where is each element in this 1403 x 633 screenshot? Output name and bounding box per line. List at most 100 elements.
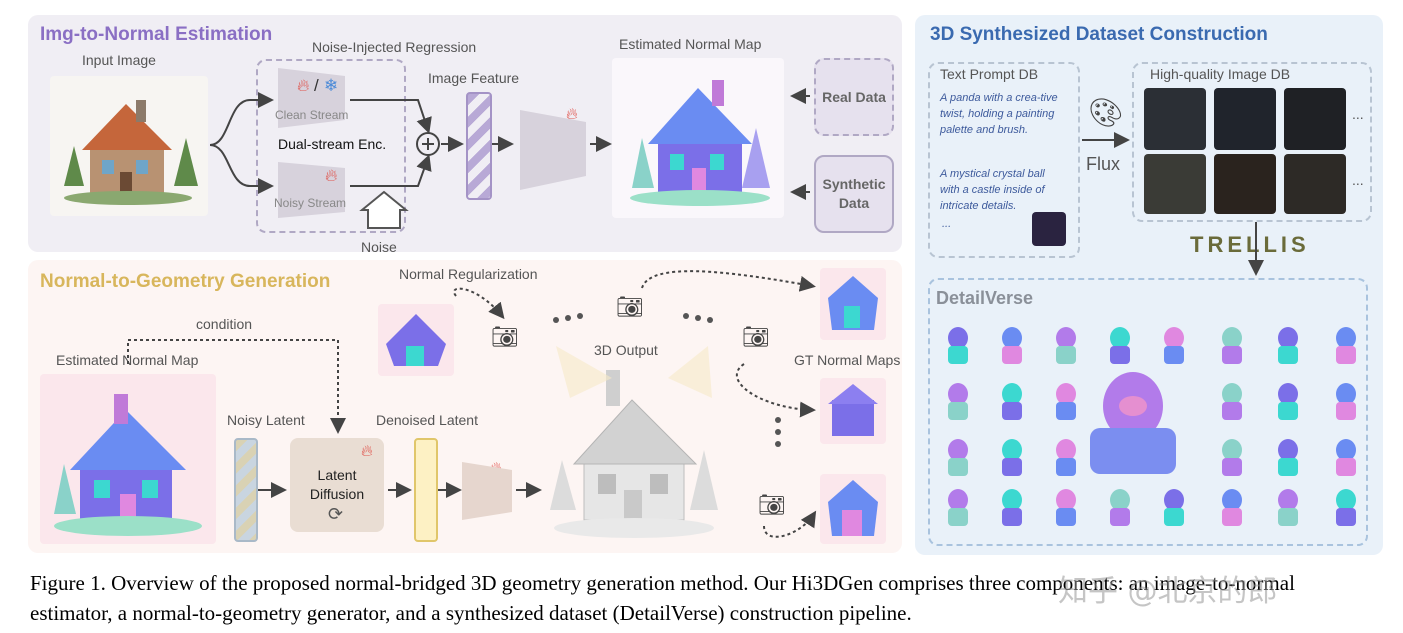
n2g-estimated-normal-map-label: Estimated Normal Map [56, 352, 199, 368]
detailverse-label: DetailVerse [936, 288, 1034, 308]
snowflake-icon: ❄ [324, 76, 339, 95]
latent-diffusion-label: Latent Diffusion [309, 467, 365, 502]
hq-image-robot [1284, 88, 1346, 150]
hq-image-db-label: High-quality Image DB [1150, 66, 1291, 82]
text-prompt-db-label: Text Prompt DB [940, 66, 1039, 82]
prompt-thumbnail [1032, 212, 1066, 246]
synthetic-data-box: Synthetic Data [814, 155, 894, 233]
noisy-latent-bar [234, 438, 258, 542]
palette-icon: 🎨︎ [1088, 97, 1124, 128]
detailverse-item [1328, 378, 1364, 422]
real-data-box: Real Data [814, 58, 894, 136]
detailverse-item [1328, 434, 1364, 478]
estimated-normal-map-label: Estimated Normal Map [619, 36, 762, 52]
input-image [50, 76, 208, 216]
dual-stream-label: Dual-stream Enc. [278, 136, 387, 152]
detailverse-item [1048, 434, 1084, 478]
detailverse-item [1270, 322, 1306, 366]
loop-icon: ⟳ [328, 504, 344, 524]
detailverse-item [940, 322, 976, 366]
detailverse-item [1214, 322, 1250, 366]
estimated-normal-map-image [612, 58, 784, 218]
detailverse-item [1156, 322, 1192, 366]
flux-label: Flux [1086, 154, 1121, 174]
detailverse-item [1102, 322, 1138, 366]
gt-normal-thumb-1 [820, 268, 886, 340]
input-image-label: Input Image [82, 52, 156, 68]
real-data-label: Real Data [822, 88, 886, 105]
hq-image-db-box [1132, 62, 1372, 222]
hq-dots-2: ... [1352, 172, 1364, 188]
hq-image-crystal-ball [1214, 88, 1276, 150]
gt-normal-thumb-3 [820, 474, 886, 544]
camera-icon: 📷︎ [491, 324, 519, 349]
camera-icon: 📷︎ [616, 294, 644, 319]
regularization-normal-thumb [378, 304, 454, 376]
detailverse-item [1102, 484, 1138, 528]
detailverse-item [1214, 378, 1250, 422]
i2n-section-title: Img-to-Normal Estimation [40, 24, 273, 45]
detailverse-item [1048, 322, 1084, 366]
camera-icon: 📷︎ [742, 324, 770, 349]
detailverse-item [1048, 484, 1084, 528]
condition-label: condition [196, 316, 253, 332]
detailverse-item [994, 378, 1030, 422]
detailverse-item [1214, 484, 1250, 528]
gt-normal-maps-label: GT Normal Maps [794, 352, 901, 368]
synthetic-data-label: Synthetic Data [822, 176, 886, 211]
denoised-latent-bar [414, 438, 438, 542]
image-feature-label: Image Feature [428, 70, 520, 86]
i2n-decoder-label: Dec. [524, 157, 553, 173]
detailverse-item [1156, 484, 1192, 528]
detailverse-box [928, 278, 1368, 546]
clean-stream-label: Clean Stream [275, 108, 349, 122]
detailverse-item [994, 484, 1030, 528]
hq-dots-1: ... [1352, 106, 1364, 122]
3d-output-label: 3D Output [594, 342, 658, 358]
noisy-stream-label: Noisy Stream [274, 196, 347, 210]
noisy-latent-label: Noisy Latent [227, 412, 305, 428]
detailverse-item [1270, 378, 1306, 422]
hq-image-squirrel [1214, 154, 1276, 214]
fire-icon: 🔥︎ [361, 443, 373, 460]
hq-image-vehicle [1144, 154, 1206, 214]
detailverse-item [1328, 322, 1364, 366]
detailverse-item [1270, 484, 1306, 528]
n2g-estimated-normal-image [40, 374, 216, 544]
gt-normal-thumb-2 [820, 378, 886, 444]
detailverse-item [1214, 434, 1250, 478]
prompt-1: A panda with a crea-tive twist, holding … [940, 92, 1058, 136]
detailverse-item [1328, 484, 1364, 528]
trellis-label: TRELLIS [1190, 232, 1310, 257]
n2g-decoder-label: Dec. [468, 491, 497, 507]
detailverse-item [994, 322, 1030, 366]
figure-caption: Figure 1. Overview of the proposed norma… [30, 571, 1295, 625]
detailverse-item [940, 378, 976, 422]
detailverse-item [1048, 378, 1084, 422]
prompt-2: A mystical crystal ball with a castle in… [940, 168, 1045, 212]
normal-regularization-label: Normal Regularization [399, 266, 538, 282]
noise-label: Noise [361, 239, 397, 255]
regression-label: Noise-Injected Regression [312, 39, 477, 55]
watermark: 知乎 @北京的郎 [1058, 574, 1278, 609]
image-feature-bar [466, 92, 492, 200]
latent-diffusion-box: Latent Diffusion [290, 438, 384, 532]
hq-image-panda [1144, 88, 1206, 150]
fire-icon: 🔥︎ [297, 76, 310, 95]
denoised-latent-label: Denoised Latent [376, 412, 478, 428]
camera-icon: 📷︎ [758, 492, 786, 517]
detailverse-item [994, 434, 1030, 478]
fire-icon: 🔥︎ [325, 166, 338, 185]
3d-output-render [540, 360, 726, 546]
text-prompt-db-box [928, 62, 1080, 258]
prompt-ellipsis: ... [942, 218, 952, 230]
n2g-section-title: Normal-to-Geometry Generation [40, 271, 331, 292]
hq-image-lion [1284, 154, 1346, 214]
ds-section-title: 3D Synthesized Dataset Construction [930, 24, 1268, 45]
detailverse-center-model [1080, 366, 1186, 476]
fire-icon: 🔥︎ [490, 460, 502, 477]
freeze-separator: / [314, 76, 319, 95]
detailverse-item [1270, 434, 1306, 478]
fire-icon: 🔥︎ [566, 106, 578, 123]
detailverse-item [940, 484, 976, 528]
